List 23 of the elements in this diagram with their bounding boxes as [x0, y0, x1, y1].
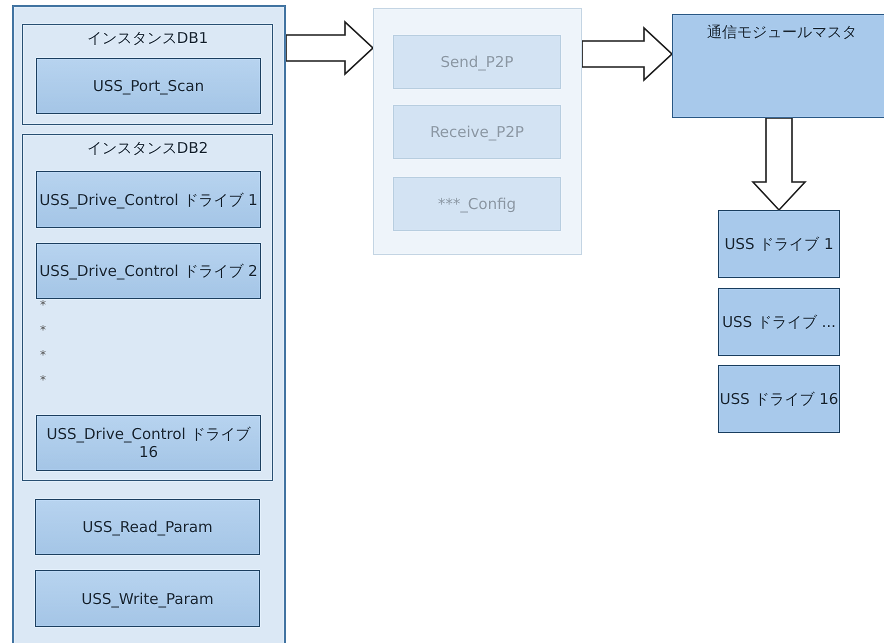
panel-box: [373, 8, 582, 255]
block-arrow: [285, 20, 374, 76]
drive-box: USS ドライブ 16: [718, 365, 840, 433]
block-box: USS_Write_Param: [35, 570, 260, 627]
block-box: Send_P2P: [393, 35, 561, 89]
block-box: USS_Drive_Control ドライブ 16: [36, 415, 261, 471]
module-box: 通信モジュールマスタ: [672, 14, 884, 118]
ellipsis-dot: *: [40, 298, 46, 312]
ellipsis-dot: *: [40, 348, 46, 362]
block-box: ***_Config: [393, 177, 561, 231]
drive-box: USS ドライブ ...: [718, 288, 840, 356]
block-arrow: [751, 117, 807, 212]
panel-box: [12, 5, 286, 643]
block-box: Receive_P2P: [393, 105, 561, 159]
ellipsis-dot: *: [40, 373, 46, 387]
block-box: USS_Read_Param: [35, 499, 260, 555]
block-box: USS_Drive_Control ドライブ 1: [36, 171, 261, 228]
block-box: USS_Port_Scan: [36, 58, 261, 114]
group-box: インスタンスDB1 USS_Port_Scan: [22, 24, 273, 125]
drive-box: USS ドライブ 1: [718, 210, 840, 278]
ellipsis-dot: *: [40, 323, 46, 337]
block-arrow: [581, 26, 674, 82]
block-box: USS_Drive_Control ドライブ 2: [36, 243, 261, 299]
